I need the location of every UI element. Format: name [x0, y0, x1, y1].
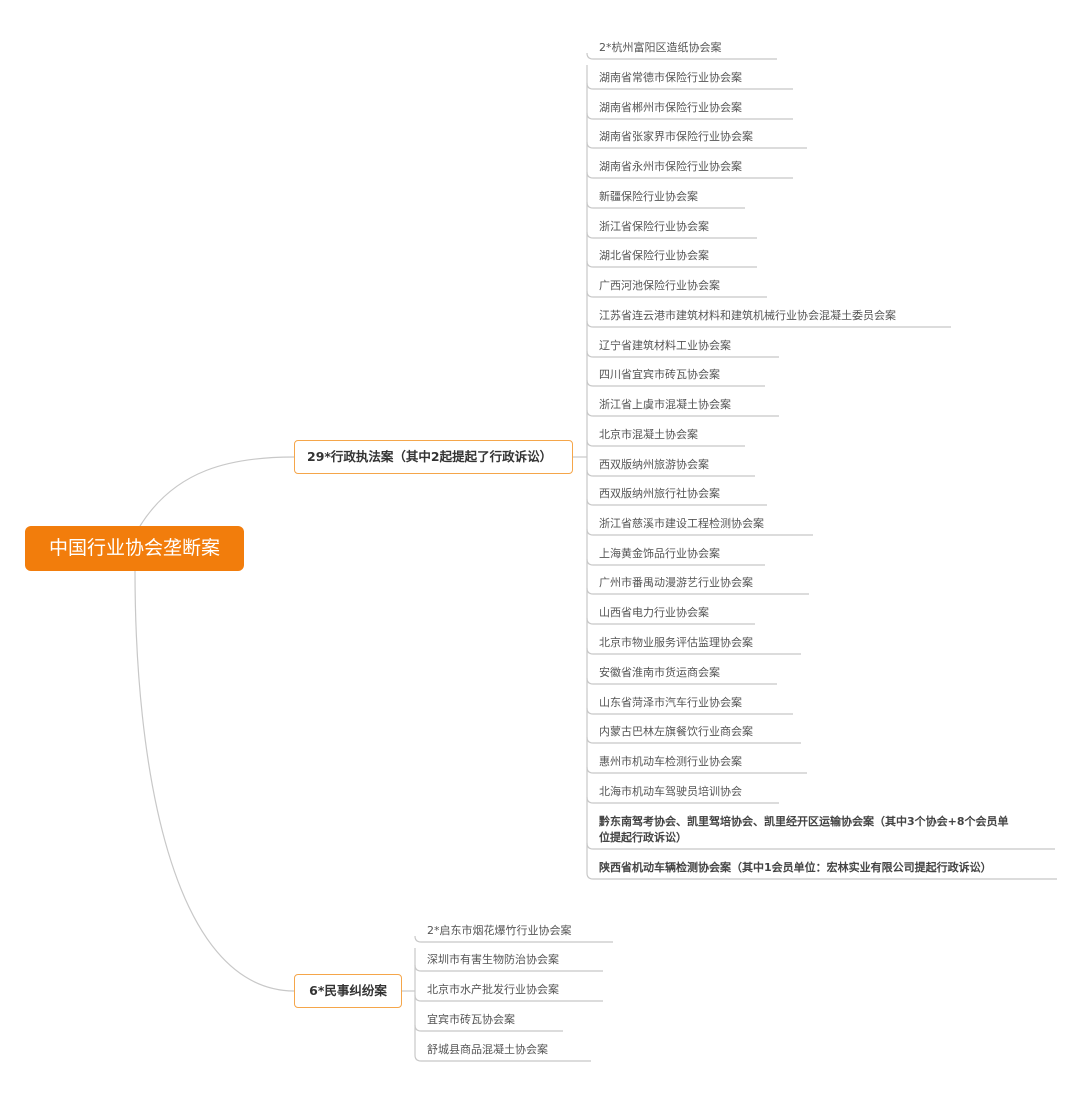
administrative-case-item[interactable]: 惠州市机动车检测行业协会案	[599, 755, 742, 768]
administrative-case-item[interactable]: 浙江省保险行业协会案	[599, 220, 709, 233]
administrative-case-item[interactable]: 北京市物业服务评估监理协会案	[599, 636, 753, 649]
branch-civil-cases[interactable]: 6*民事纠纷案	[294, 974, 402, 1008]
administrative-case-item[interactable]: 黔东南驾考协会、凯里驾培协会、凯里经开区运输协会案（其中3个协会+8个会员单位提…	[599, 815, 1009, 844]
administrative-case-item[interactable]: 湖北省保险行业协会案	[599, 249, 709, 262]
administrative-case-item[interactable]: 内蒙古巴林左旗餐饮行业商会案	[599, 725, 753, 738]
root-topic[interactable]: 中国行业协会垄断案	[25, 526, 244, 571]
administrative-case-item[interactable]: 江苏省连云港市建筑材料和建筑机械行业协会混凝土委员会案	[599, 309, 896, 322]
administrative-case-item[interactable]: 四川省宜宾市砖瓦协会案	[599, 368, 720, 381]
administrative-case-item[interactable]: 山东省菏泽市汽车行业协会案	[599, 696, 742, 709]
administrative-case-item[interactable]: 湖南省常德市保险行业协会案	[599, 71, 742, 84]
administrative-case-item[interactable]: 湖南省张家界市保险行业协会案	[599, 130, 753, 143]
administrative-case-item[interactable]: 湖南省郴州市保险行业协会案	[599, 101, 742, 114]
administrative-case-item[interactable]: 安徽省淮南市货运商会案	[599, 666, 720, 679]
administrative-case-item[interactable]: 广州市番禺动漫游艺行业协会案	[599, 576, 753, 589]
administrative-case-item[interactable]: 陕西省机动车辆检测协会案（其中1会员单位：宏林实业有限公司提起行政诉讼）	[599, 861, 992, 874]
civil-case-item[interactable]: 深圳市有害生物防治协会案	[427, 953, 559, 966]
administrative-case-item[interactable]: 新疆保险行业协会案	[599, 190, 698, 203]
administrative-case-item[interactable]: 辽宁省建筑材料工业协会案	[599, 339, 731, 352]
administrative-case-item[interactable]: 西双版纳州旅行社协会案	[599, 487, 720, 500]
branch-administrative-cases[interactable]: 29*行政执法案（其中2起提起了行政诉讼）	[294, 440, 573, 474]
administrative-case-item[interactable]: 2*杭州富阳区造纸协会案	[599, 41, 722, 54]
administrative-case-item[interactable]: 湖南省永州市保险行业协会案	[599, 160, 742, 173]
civil-case-item[interactable]: 2*启东市烟花爆竹行业协会案	[427, 924, 572, 937]
administrative-case-item[interactable]: 广西河池保险行业协会案	[599, 279, 720, 292]
civil-case-item[interactable]: 舒城县商品混凝土协会案	[427, 1043, 548, 1056]
administrative-case-item[interactable]: 浙江省慈溪市建设工程检测协会案	[599, 517, 764, 530]
administrative-case-item[interactable]: 上海黄金饰品行业协会案	[599, 547, 720, 560]
administrative-case-item[interactable]: 浙江省上虞市混凝土协会案	[599, 398, 731, 411]
administrative-case-item[interactable]: 北海市机动车驾驶员培训协会	[599, 785, 742, 798]
administrative-case-item[interactable]: 西双版纳州旅游协会案	[599, 458, 709, 471]
civil-case-item[interactable]: 宜宾市砖瓦协会案	[427, 1013, 515, 1026]
civil-case-item[interactable]: 北京市水产批发行业协会案	[427, 983, 559, 996]
administrative-case-item[interactable]: 山西省电力行业协会案	[599, 606, 709, 619]
administrative-case-item[interactable]: 北京市混凝土协会案	[599, 428, 698, 441]
